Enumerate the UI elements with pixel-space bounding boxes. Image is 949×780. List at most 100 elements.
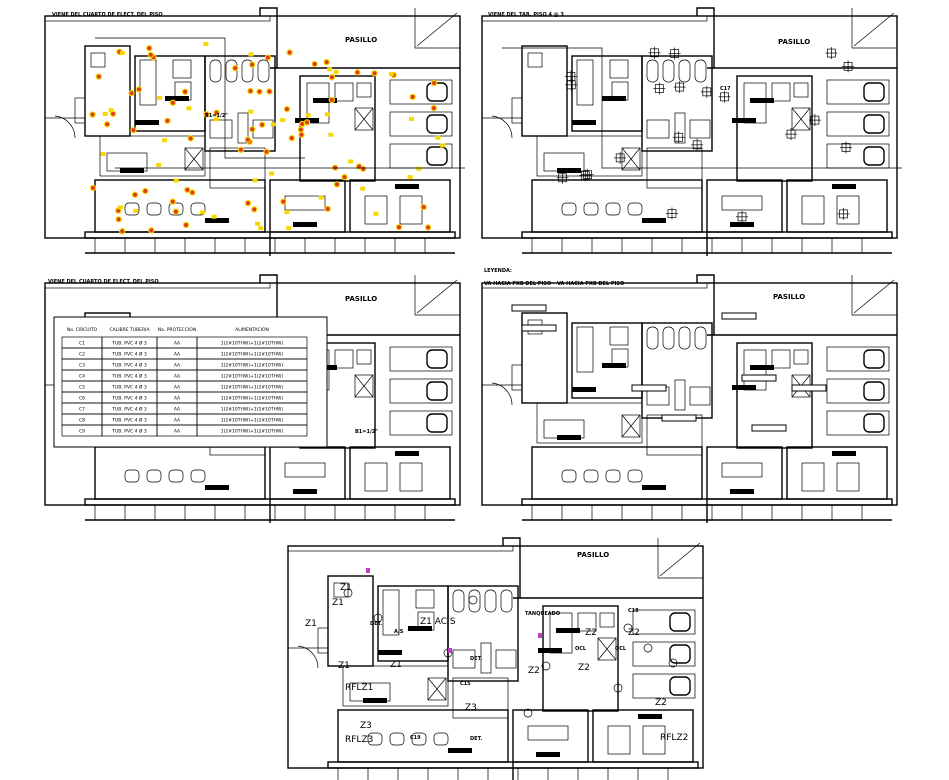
outlet-symbol (103, 121, 111, 128)
outlet-symbol (213, 109, 220, 116)
bed (241, 59, 254, 83)
equipment-tag (205, 485, 229, 490)
device-label: C15 (460, 681, 471, 687)
equipment-tag (832, 184, 856, 189)
circuit-tag (721, 312, 757, 320)
wall (502, 537, 521, 598)
schedule-header: CALIBRE TUBERIA (109, 327, 150, 333)
bed-bay (389, 79, 453, 105)
panel-4-legend: LEYENDA: (484, 268, 512, 274)
door-swing (853, 12, 895, 47)
equipment-tag (448, 748, 472, 753)
zone-label: Z1 (340, 583, 352, 593)
outlet-symbol (430, 79, 438, 87)
equipment-tag (732, 385, 756, 390)
outlet-symbol (135, 86, 143, 93)
schedule-cell-text: AA (174, 363, 181, 369)
bed (500, 589, 513, 613)
chair (863, 114, 885, 134)
equipment-tag (642, 485, 666, 490)
panel-1-note: VIENE DEL CUARTO DE ELECT. DEL PISO (52, 12, 163, 18)
schedule-cell-text: AA (174, 374, 181, 380)
device-label: DET. (470, 736, 482, 742)
schedule-cell-text: AA (174, 385, 181, 391)
bed (225, 59, 238, 83)
schedule-cell-text: 1(2#10THW)+1(2#10THW) (221, 374, 284, 380)
outlet-symbol (409, 93, 416, 101)
shaft (427, 677, 447, 701)
chair (124, 469, 140, 483)
chair (426, 349, 448, 369)
circuit-tag (521, 324, 557, 332)
corridor-door (414, 275, 460, 316)
bed-bay (632, 609, 696, 635)
device-label: C18 (628, 608, 639, 614)
outlet-symbol (130, 126, 137, 134)
toilet-room (791, 107, 811, 131)
luminaire-symbol (108, 108, 114, 113)
panel-5-corridor: PASILLO (577, 551, 609, 559)
schedule-cell-text: TUB. PVC 4 Ø 3 (111, 373, 147, 380)
outlet-symbol (244, 136, 251, 143)
outlet-symbol (430, 104, 438, 112)
counter (576, 326, 594, 373)
marker-symbol (366, 568, 370, 573)
outlet-symbol (256, 88, 263, 95)
bed (209, 59, 222, 83)
zone-label: Z2 (585, 628, 597, 638)
toilet-room (621, 414, 641, 438)
outlet-symbol (172, 208, 180, 215)
room (641, 55, 713, 152)
equipment-tag (638, 714, 662, 719)
equipment-tag (378, 650, 402, 655)
bed (662, 59, 675, 83)
outlet-symbol (324, 205, 331, 213)
zone-label: Z1 (305, 619, 317, 629)
outlet-symbol (95, 73, 102, 80)
bed (694, 59, 707, 83)
outlet-symbol (251, 206, 258, 213)
chair (190, 202, 206, 216)
zone-label: Z3 (360, 721, 372, 731)
bed (801, 195, 825, 225)
outlet-symbol (118, 228, 126, 235)
luminaire-symbol (269, 171, 275, 176)
detector-symbol (643, 643, 653, 653)
sink (793, 349, 809, 365)
bed (642, 725, 666, 755)
chair (146, 469, 162, 483)
zone-label: RFLZ1 (345, 683, 373, 693)
luminaire-symbol (270, 122, 276, 127)
schedule-cell-text: C3 (79, 363, 85, 369)
schedule-cell-text: 1(2#10THW)+1(2#10THW) (221, 407, 284, 413)
schedule-cell-text: C2 (79, 352, 85, 358)
zone-label: Z3 (465, 703, 477, 713)
luminaire-symbol (388, 71, 394, 76)
zone-label: Z2 (655, 698, 667, 708)
equipment-tag (536, 752, 560, 757)
door-swing (416, 279, 458, 314)
door-frame (511, 364, 523, 391)
chair (561, 202, 577, 216)
equipment-tag (642, 218, 666, 223)
chair (669, 644, 691, 664)
outlet-symbol (187, 135, 194, 142)
equipment-tag (572, 387, 596, 392)
door-swing (491, 382, 513, 406)
toilet-room (621, 147, 641, 171)
shaft (621, 414, 641, 438)
equipment-tag (556, 628, 580, 633)
zone-label: Z2 (628, 628, 640, 638)
schedule-cell-text: TUB. PVC 4 Ø 3 (111, 351, 147, 358)
luminaire-symbol (258, 226, 264, 231)
schedule-cell-text: C4 (79, 374, 85, 380)
bed (678, 326, 691, 350)
chair (124, 202, 140, 216)
luminaire-symbol (203, 42, 209, 47)
outlet-symbol (89, 184, 97, 192)
zone-label: RFLZ3 (345, 735, 373, 745)
sink (356, 349, 372, 365)
outlet-symbol (311, 60, 318, 68)
panel-1-corridor: PASILLO (345, 36, 377, 44)
room (571, 55, 643, 132)
